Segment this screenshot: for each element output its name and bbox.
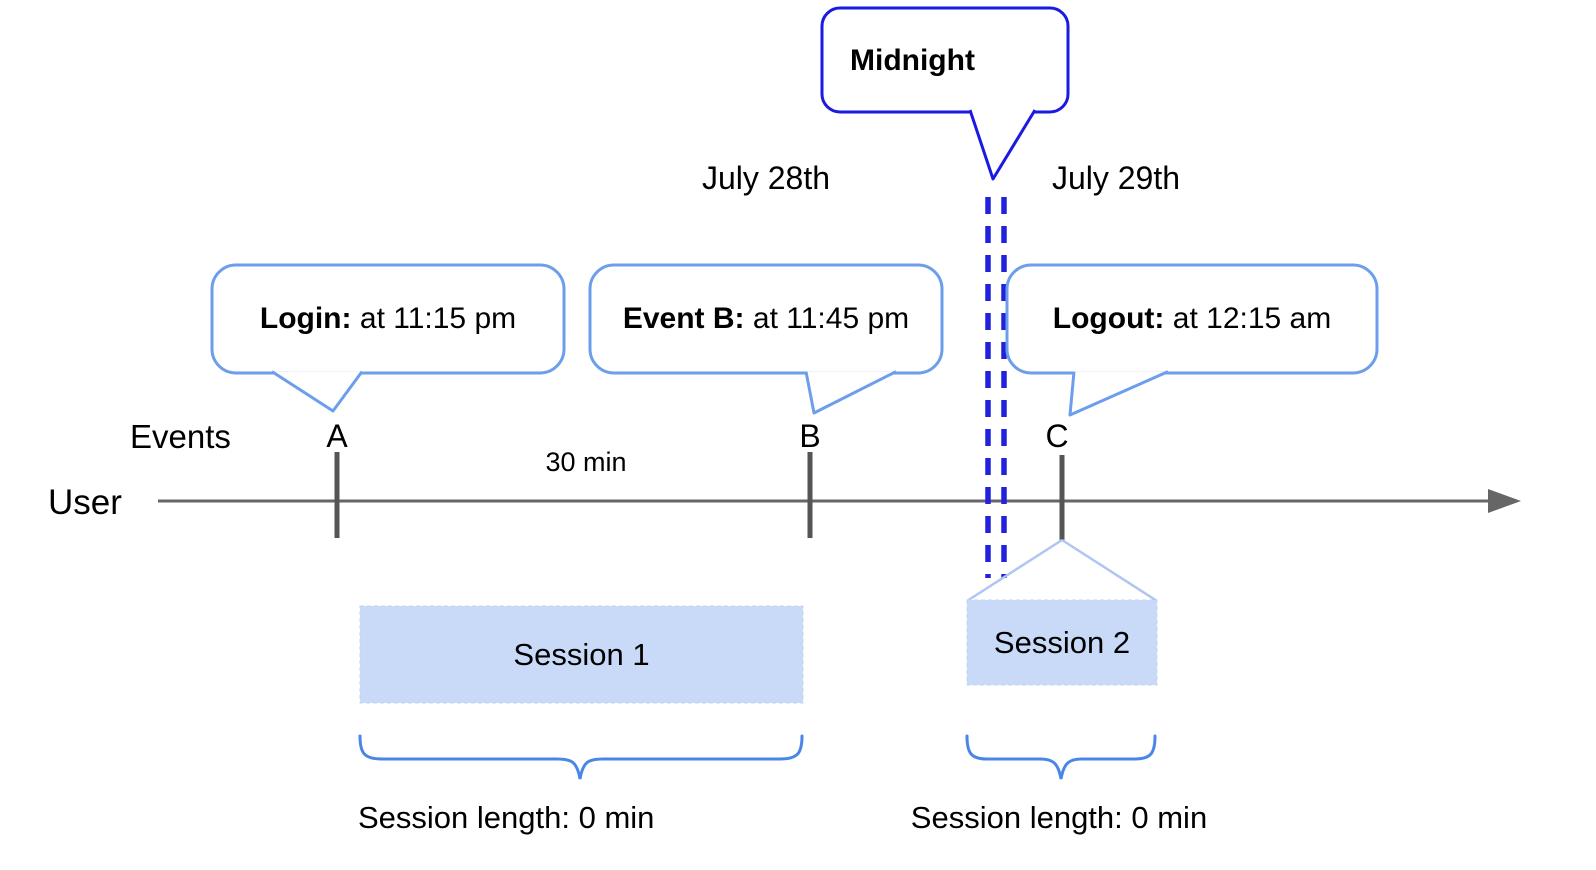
midnight-callout-label: Midnight (850, 44, 975, 77)
session-2-funnel-line-right (1061, 538, 1158, 603)
interval-label: 30 min (545, 447, 627, 477)
session-2-label: Session 2 (993, 624, 1131, 660)
date-label-july-28: July 28th (701, 160, 831, 196)
session-2-brace (965, 734, 1157, 780)
logout-callout-text: Logout: at 12:15 am (1007, 265, 1377, 373)
date-label-july-29: July 29th (1051, 160, 1181, 196)
event-b-callout-bubble (588, 263, 944, 375)
login-callout-title: Login: (259, 302, 352, 335)
logout-callout-bubble (1005, 263, 1379, 375)
session-1-box (359, 605, 804, 704)
event-mark-b: B (799, 418, 821, 454)
login-callout-bubble (210, 263, 566, 375)
login-callout-time: at 11:15 pm (359, 302, 517, 335)
logout-callout-time: at 12:15 am (1172, 302, 1332, 335)
session-2-box (966, 599, 1158, 686)
login-callout-tail (271, 370, 364, 413)
timeline-arrowhead-icon (1488, 489, 1521, 513)
session-1-length-label: Session length: 0 min (358, 800, 655, 835)
logout-callout-title: Logout: (1052, 302, 1165, 335)
login-callout-text: Login: at 11:15 pm (212, 265, 564, 373)
event-b-callout-tail (804, 370, 897, 415)
midnight-callout-bubble (820, 6, 1070, 114)
event-mark-c: C (1045, 418, 1069, 454)
event-b-callout-time: at 11:45 pm (752, 302, 910, 335)
logout-callout-tail (1068, 370, 1169, 417)
event-b-callout-title: Event B: (622, 302, 745, 335)
session-2-funnel-line-left (966, 538, 1063, 603)
events-axis-label: Events (130, 418, 231, 455)
session-1-brace (358, 734, 804, 780)
event-mark-a: A (326, 418, 348, 454)
user-axis-label: User (48, 483, 122, 522)
event-b-callout-text: Event B: at 11:45 pm (590, 265, 942, 373)
session-1-label: Session 1 (513, 636, 650, 672)
session-2-length-label: Session length: 0 min (910, 800, 1208, 835)
midnight-callout-tail (968, 109, 1037, 181)
